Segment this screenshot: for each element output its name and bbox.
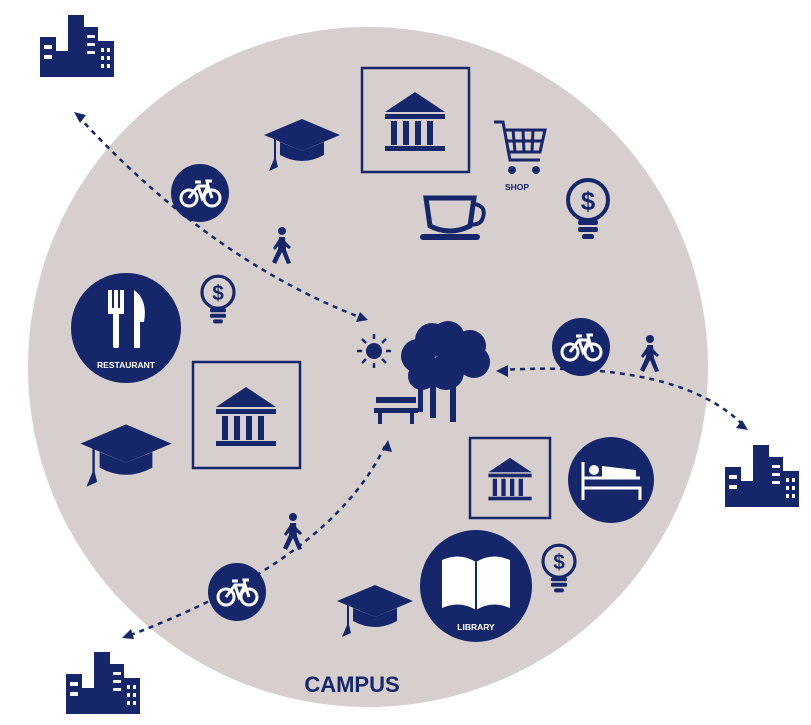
restaurant-label: RESTAURANT bbox=[97, 360, 156, 370]
restaurant-badge: RESTAURANT bbox=[71, 273, 181, 383]
city-buildings-icon bbox=[66, 652, 140, 714]
path-arrowheads bbox=[74, 112, 748, 639]
shop-label: SHOP bbox=[505, 182, 529, 192]
park-trees-icon bbox=[401, 321, 490, 422]
library-badge: LIBRARY bbox=[420, 530, 532, 642]
library-label: LIBRARY bbox=[457, 622, 495, 632]
institution-box-right bbox=[468, 436, 552, 520]
path-lines bbox=[77, 115, 745, 638]
shopping-cart-icon bbox=[494, 120, 547, 162]
coffee-cup-icon bbox=[420, 195, 486, 240]
path-southwest bbox=[127, 445, 387, 638]
city-buildings-icon bbox=[725, 445, 799, 507]
institution-box-top bbox=[360, 66, 471, 174]
path-northwest bbox=[77, 115, 363, 320]
bicycle-icon bbox=[206, 561, 268, 623]
bicycle-icon bbox=[169, 162, 231, 224]
path-east bbox=[499, 367, 745, 427]
bench-icon bbox=[374, 397, 418, 424]
campus-label: CAMPUS bbox=[304, 672, 399, 697]
institution-box-left bbox=[191, 360, 302, 470]
city-buildings-icon bbox=[40, 15, 114, 77]
sun-icon bbox=[357, 334, 391, 368]
bicycle-icon bbox=[550, 316, 612, 378]
bed-badge bbox=[568, 437, 654, 523]
